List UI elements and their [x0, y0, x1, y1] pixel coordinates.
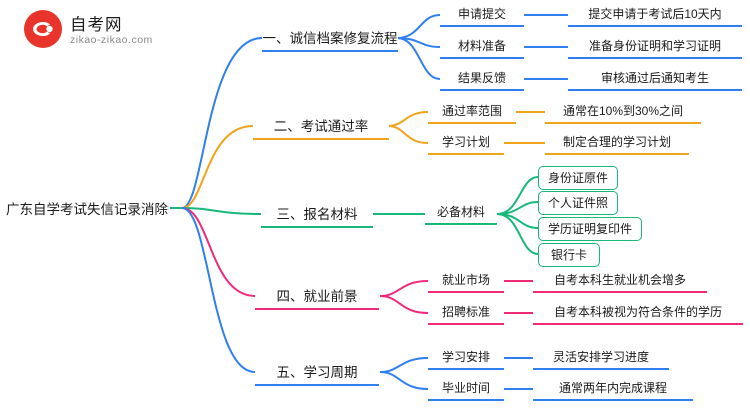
branch-3-item-2[interactable]: 个人证件照 [538, 191, 618, 215]
branch-1-child-3[interactable]: 结果反馈 [440, 67, 524, 91]
logo-site-name: 自考网 [70, 16, 123, 34]
branch-2-child-2[interactable]: 学习计划 [428, 131, 504, 155]
branch-5-child-1[interactable]: 学习安排 [428, 346, 504, 370]
logo-site-url: zikao-zikao.com [70, 34, 153, 46]
branch-2-child-1[interactable]: 通过率范围 [428, 100, 516, 124]
branch-4-detail-2[interactable]: 自考本科被视为符合条件的学历 [533, 301, 743, 325]
branch-4-child-2[interactable]: 招聘标准 [428, 301, 504, 325]
branch-5-detail-2[interactable]: 通常两年内完成课程 [533, 377, 693, 401]
branch-1-child-1[interactable]: 申请提交 [440, 3, 524, 27]
branch-3-item-3[interactable]: 学历证明复印件 [538, 217, 642, 241]
site-logo: 自考网 zikao-zikao.com [24, 8, 199, 56]
mindmap-root-node[interactable]: 广东自学考试失信记录消除 [4, 197, 170, 219]
branch-1-child-2[interactable]: 材料准备 [440, 35, 524, 59]
branch-1-detail-3[interactable]: 审核通过后通知考生 [568, 67, 742, 91]
branch-node-5[interactable]: 五、学习周期 [255, 359, 379, 386]
branch-1-detail-2[interactable]: 准备身份证明和学习证明 [568, 35, 742, 59]
branch-node-3[interactable]: 三、报名材料 [261, 201, 373, 228]
branch-5-detail-1[interactable]: 灵活安排学习进度 [533, 346, 669, 370]
branch-1-detail-1[interactable]: 提交申请于考试后10天内 [568, 3, 742, 27]
branch-3-child-1[interactable]: 必备材料 [425, 201, 497, 225]
branch-2-detail-1[interactable]: 通常在10%到30%之间 [545, 100, 701, 124]
branch-node-2[interactable]: 二、考试通过率 [253, 113, 389, 140]
branch-3-item-1[interactable]: 身份证原件 [538, 166, 618, 190]
logo-glyph-icon [33, 22, 53, 36]
branch-node-1[interactable]: 一、诚信档案修复流程 [262, 25, 398, 52]
branch-2-detail-2[interactable]: 制定合理的学习计划 [545, 131, 689, 155]
branch-node-4[interactable]: 四、就业前景 [255, 283, 379, 310]
branch-3-item-4[interactable]: 银行卡 [538, 243, 600, 267]
branch-5-child-2[interactable]: 毕业时间 [428, 377, 504, 401]
branch-4-child-1[interactable]: 就业市场 [428, 269, 504, 293]
logo-mark-icon [24, 10, 62, 48]
branch-4-detail-1[interactable]: 自考本科生就业机会增多 [533, 269, 707, 293]
